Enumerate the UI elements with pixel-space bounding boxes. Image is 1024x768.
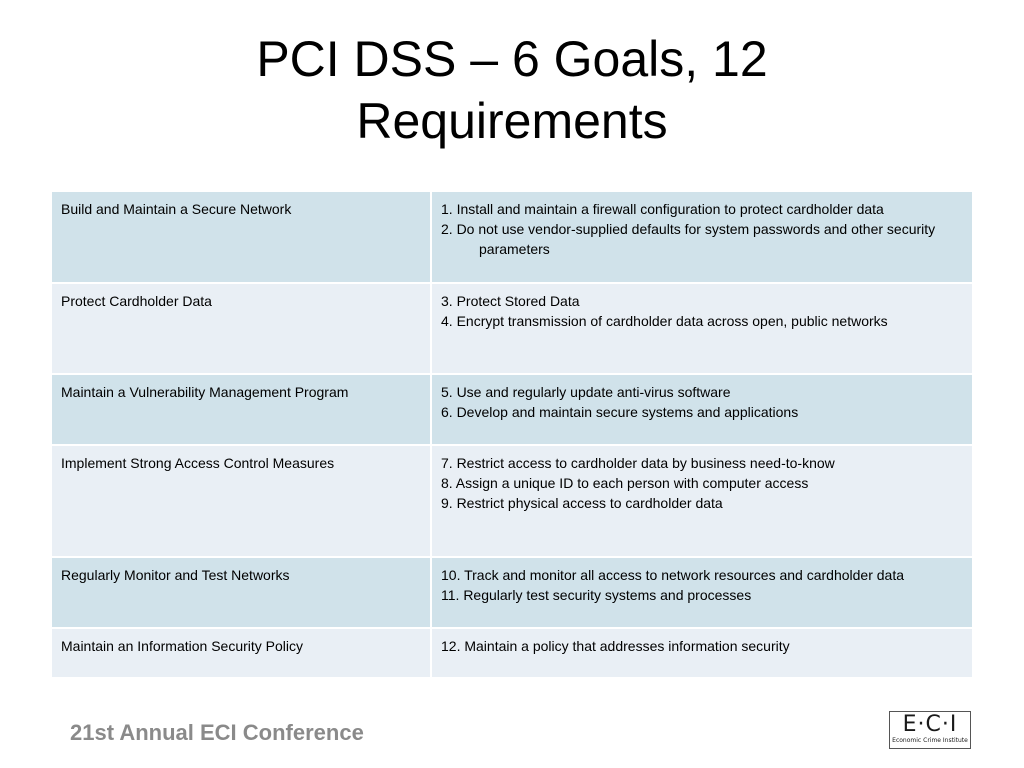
goal-cell: Regularly Monitor and Test Networks (52, 557, 432, 629)
requirement-item: 3. Protect Stored Data (441, 293, 580, 309)
eci-logo-subtitle: Economic Crime Institute (892, 737, 968, 744)
table-row: Build and Maintain a Secure Network 1. I… (52, 192, 972, 284)
requirements-cell: 10. Track and monitor all access to netw… (431, 557, 972, 629)
table-row: Regularly Monitor and Test Networks 10. … (52, 557, 972, 629)
table-row: Maintain a Vulnerability Management Prog… (52, 374, 972, 446)
requirement-item: 8. Assign a unique ID to each person wit… (441, 475, 809, 491)
goal-cell: Build and Maintain a Secure Network (52, 192, 432, 284)
slide-title-line-2: Requirements (356, 93, 668, 149)
requirements-cell: 3. Protect Stored Data 4. Encrypt transm… (431, 283, 972, 375)
goals-requirements-table: Build and Maintain a Secure Network 1. I… (52, 192, 972, 679)
table-row: Protect Cardholder Data 3. Protect Store… (52, 283, 972, 375)
slide-title-line-1: PCI DSS – 6 Goals, 12 (256, 31, 768, 87)
footer-conference-name: 21st Annual ECI Conference (70, 720, 364, 745)
requirement-item: 11. Regularly test security systems and … (441, 587, 752, 603)
requirements-cell: 5. Use and regularly update anti-virus s… (431, 374, 972, 446)
requirement-item: 5. Use and regularly update anti-virus s… (441, 384, 731, 400)
requirements-cell: 1. Install and maintain a firewall confi… (431, 192, 972, 284)
goal-cell: Maintain an Information Security Policy (52, 628, 432, 679)
table-row: Implement Strong Access Control Measures… (52, 445, 972, 558)
goal-cell: Maintain a Vulnerability Management Prog… (52, 374, 432, 446)
requirement-item: 12. Maintain a policy that addresses inf… (441, 638, 790, 654)
requirement-item: 4. Encrypt transmission of cardholder da… (441, 313, 888, 329)
goal-cell: Implement Strong Access Control Measures (52, 445, 432, 558)
requirements-cell: 7. Restrict access to cardholder data by… (431, 445, 972, 558)
eci-logo: E·C·I Economic Crime Institute (889, 711, 971, 749)
requirement-item: 7. Restrict access to cardholder data by… (441, 455, 835, 471)
goal-cell: Protect Cardholder Data (52, 283, 432, 375)
requirement-item: 9. Restrict physical access to cardholde… (441, 495, 723, 511)
eci-logo-mark: E·C·I (902, 712, 958, 737)
slide-title: PCI DSS – 6 Goals, 12 Requirements (150, 28, 874, 152)
requirement-item: 10. Track and monitor all access to netw… (441, 567, 905, 583)
table-row: Maintain an Information Security Policy … (52, 628, 972, 679)
requirements-cell: 12. Maintain a policy that addresses inf… (431, 628, 972, 679)
requirement-item: 6. Develop and maintain secure systems a… (441, 404, 799, 420)
requirement-item: 2. Do not use vendor-supplied defaults f… (441, 221, 936, 257)
requirement-item: 1. Install and maintain a firewall confi… (441, 201, 884, 217)
